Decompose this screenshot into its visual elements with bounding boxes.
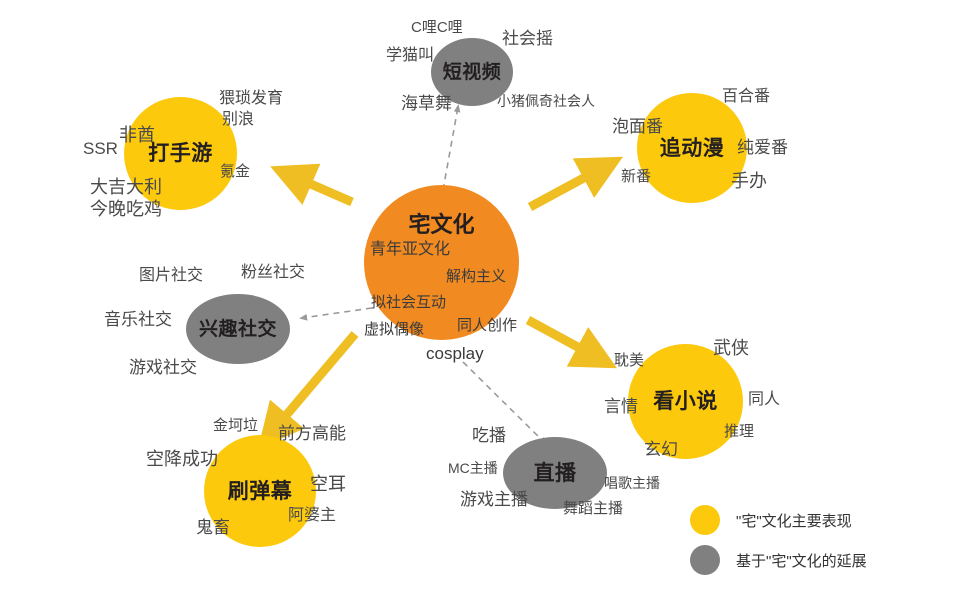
keyword-danmei: 耽美 [614,352,645,369]
hub-term-qingnianyawenhua: 青年亚文化 [370,241,451,258]
keyword-changgezhubo: 唱歌主播 [604,475,660,491]
keyword-wudaozhubo: 舞蹈主播 [563,500,624,517]
keyword-yanqing: 言情 [604,397,638,416]
hub-term-cosplay: cosplay [426,344,484,363]
keyword-xinfan: 新番 [621,168,652,185]
legend-row-primary: "宅"文化主要表现 [690,500,950,540]
keyword-mczhubo: MC主播 [448,460,498,476]
hub-term-xuniouxiang: 虚拟偶像 [364,321,425,338]
keyword-xiaozhupeiqishehuiren: 小猪佩奇社会人 [497,93,595,109]
connector-hub-to-xingqushejiao [299,307,373,321]
keyword-weisuofayu: 猥琐发育 [219,90,284,107]
node-shuadanmu-label: 刷弹幕 [227,479,293,503]
node-shuadanmu[interactable]: 刷弹幕 [204,435,316,547]
legend-label-extension: 基于"宅"文化的延展 [736,552,867,570]
keyword-qianfanggaoneng: 前方高能 [278,424,346,443]
keyword-fensishejiao: 粉丝社交 [241,264,306,281]
keyword-kongjiangchenggong: 空降成功 [146,449,218,469]
keyword-yinleshejiao: 音乐社交 [104,310,172,329]
node-zhibo[interactable]: 直播 [503,437,607,509]
node-zhibo-label: 直播 [533,461,577,485]
node-zhuidongman-label: 追动漫 [659,136,725,160]
keyword-guichu: 鬼畜 [196,518,230,537]
keyword-tupianshejiao: 图片社交 [139,267,204,284]
keyword-feiqiu: 非酋 [119,125,155,145]
legend-swatch-primary [690,505,720,535]
node-xingqushejiao[interactable]: 兴趣社交 [186,294,290,364]
keyword-dajidali: 大吉大利 [90,177,162,197]
keyword-wuxia: 武侠 [713,338,749,358]
keyword-youxishejiao: 游戏社交 [129,358,197,377]
hub-term-jiegouzhuyi: 解构主义 [446,268,507,285]
keyword-haicaowu: 海草舞 [401,94,452,113]
legend-swatch-extension [690,545,720,575]
keyword-konger: 空耳 [310,474,346,494]
hub-node-zhaiwenhua[interactable]: 宅文化 青年亚文化 解构主义 拟社会互动 虚拟偶像 同人创作 cosplay [364,185,519,362]
keyword-baiheifan: 百合番 [722,88,771,105]
hub-term-nishehuihudong: 拟社会互动 [371,294,447,311]
legend-row-extension: 基于"宅"文化的延展 [690,540,950,580]
keyword-cilicili: C哩C哩 [411,19,463,36]
keyword-jinkela: 金坷垃 [213,417,259,434]
node-duanshipin[interactable]: 短视频 [431,38,513,106]
keyword-chunaifan: 纯爱番 [737,138,788,157]
node-kanxiaoshuo[interactable]: 看小说 [628,344,743,459]
hub-term-tongrenchuangzuo: 同人创作 [457,317,518,334]
legend-label-primary: "宅"文化主要表现 [736,512,852,530]
keyword-kejin: 氪金 [220,163,251,180]
keyword-paomianfan: 泡面番 [612,117,663,136]
keyword-shehuiyao: 社会摇 [502,29,553,48]
keyword-shouban: 手办 [731,171,767,191]
node-kanxiaoshuo-label: 看小说 [653,390,718,413]
connector-hub-to-shuadanmu [258,331,359,449]
legend: "宅"文化主要表现 基于"宅"文化的延展 [690,500,950,580]
node-xingqushejiao-label: 兴趣社交 [198,318,277,340]
node-duanshipin-label: 短视频 [442,61,502,83]
connector-hub-to-duanshipin [442,104,461,191]
connector-hub-to-kanxiaoshuo [525,316,617,369]
keyword-xuemaojiao: 学猫叫 [386,47,435,64]
connector-hub-to-zhuidongman [527,156,624,211]
keyword-xuanhuan: 玄幻 [644,440,678,459]
hub-title: 宅文化 [408,212,475,237]
keyword-ssr: SSR [83,139,118,158]
keyword-youxizhubo: 游戏主播 [460,490,528,509]
node-zhuidongman[interactable]: 追动漫 [637,93,747,203]
keyword-tongren: 同人 [748,391,781,408]
keyword-jinwanchiji: 今晚吃鸡 [90,199,162,219]
keyword-apozhu: 阿婆主 [288,507,337,524]
keyword-tuili: 推理 [724,423,755,440]
node-dashouyou-label: 打手游 [148,142,213,165]
keyword-chibo: 吃播 [472,426,506,445]
keyword-bielang: 别浪 [222,111,255,128]
node-dashouyou[interactable]: 打手游 [124,97,237,210]
connector-hub-to-dashouyou [270,163,354,207]
